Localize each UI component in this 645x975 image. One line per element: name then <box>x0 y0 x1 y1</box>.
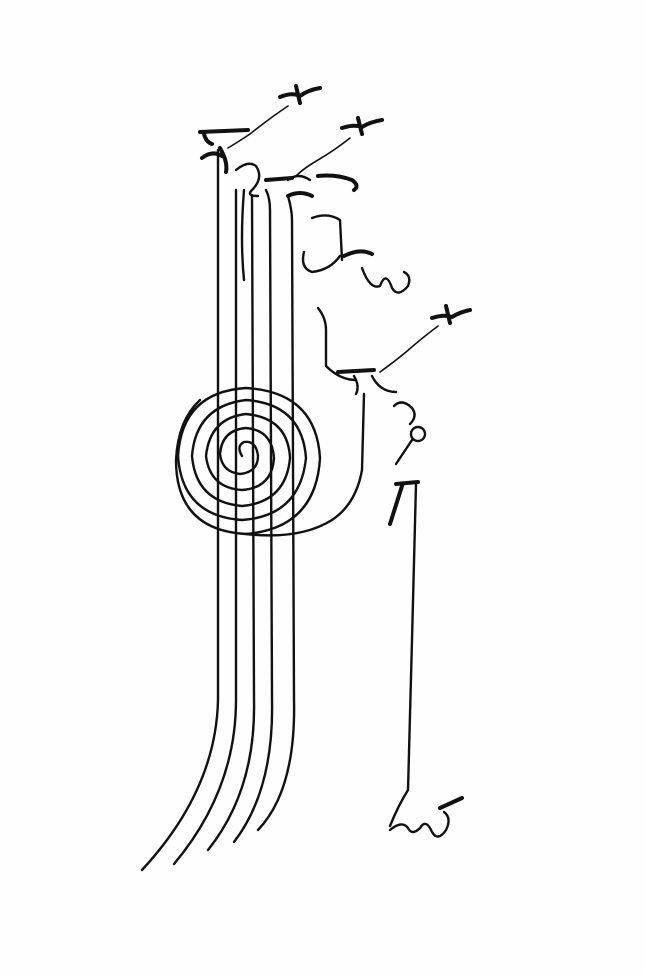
bird-mark-2 <box>295 116 384 177</box>
letterform-top <box>198 128 359 198</box>
spiral <box>174 386 366 537</box>
letterform-circle <box>388 425 427 526</box>
letterform-middle <box>301 214 416 426</box>
bird-mark-1 <box>227 84 322 149</box>
bird-mark-3 <box>379 304 472 373</box>
vertical-strokes <box>140 148 296 872</box>
letterform-long-stem <box>388 482 464 838</box>
